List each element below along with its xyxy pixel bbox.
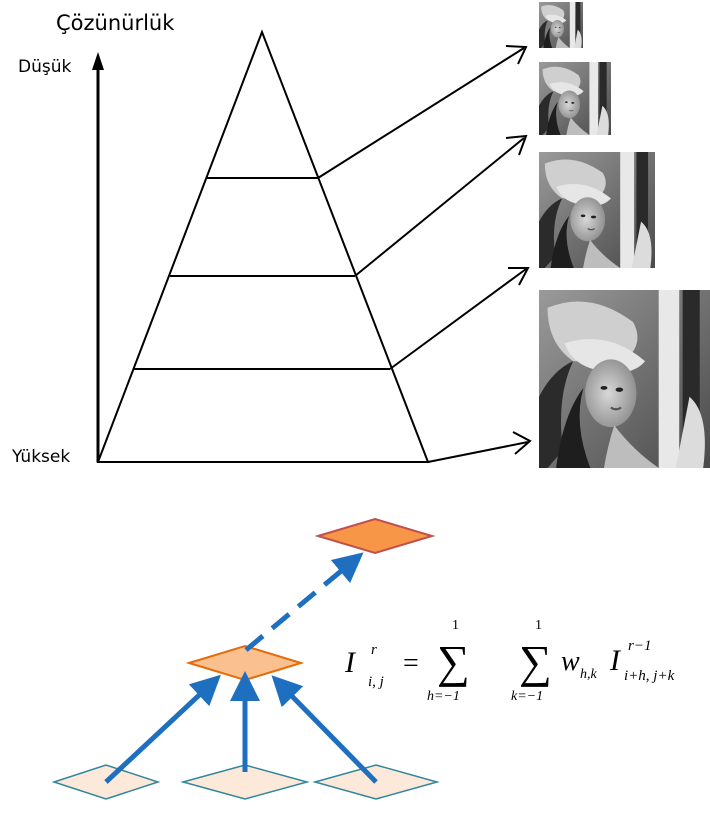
sum2-upper: 1 bbox=[535, 618, 542, 633]
sum1-symbol: ∑ bbox=[437, 636, 470, 687]
formula-equals: = bbox=[403, 648, 419, 679]
level-image-1 bbox=[539, 2, 583, 48]
formula-rhs-sup: r−1 bbox=[628, 638, 651, 654]
formula-weight-symbol: w bbox=[561, 646, 580, 677]
axis-arrow-head bbox=[92, 52, 104, 70]
level-arrows bbox=[318, 46, 530, 462]
middle-node bbox=[189, 646, 301, 680]
sum2-symbol: ∑ bbox=[519, 636, 552, 687]
low-resolution-label: Düşük bbox=[18, 57, 71, 77]
pyramid-formula: I r i, j = 1 ∑ h=−1 1 ∑ k=−1 w h,k I r−1… bbox=[344, 618, 675, 704]
sum1-lower: h=−1 bbox=[427, 689, 460, 704]
sum2-lower: k=−1 bbox=[511, 689, 543, 704]
level-image-3 bbox=[539, 152, 655, 268]
formula-weight-sub: h,k bbox=[580, 667, 598, 682]
formula-rhs-sub: i+h, j+k bbox=[624, 668, 675, 684]
top-node bbox=[318, 519, 432, 553]
high-resolution-label: Yüksek bbox=[11, 447, 70, 467]
level-image-2 bbox=[539, 62, 611, 135]
sum1-upper: 1 bbox=[452, 618, 459, 633]
formula-lhs-sub: i, j bbox=[368, 674, 384, 690]
formula-rhs-symbol: I bbox=[609, 644, 622, 677]
pyramid-outline bbox=[98, 32, 428, 462]
formula-lhs-symbol: I bbox=[344, 646, 357, 679]
axis-title: Çözünürlük bbox=[56, 11, 175, 35]
level-image-4 bbox=[539, 290, 710, 468]
formula-lhs-sup: r bbox=[371, 642, 377, 658]
